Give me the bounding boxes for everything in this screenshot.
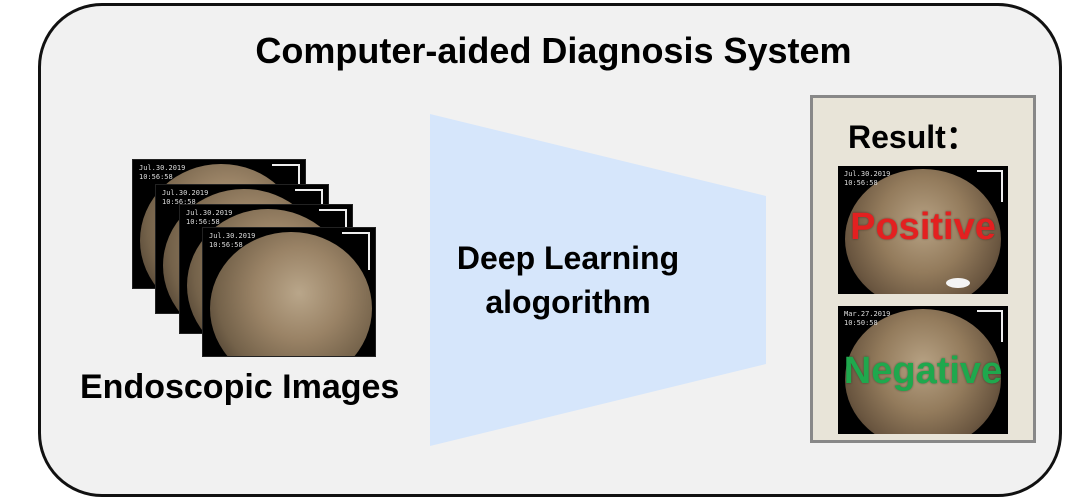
negative-label: Negative	[843, 350, 1003, 392]
image-time: 10:56:58	[162, 198, 196, 206]
image-time: 10:56:58	[209, 241, 243, 249]
result-title: Result：	[848, 119, 978, 155]
image-date: Jul.30.2019	[209, 232, 256, 240]
image-time: 10:56:58	[186, 218, 220, 226]
algorithm-label-line2: alogorithm	[485, 284, 651, 320]
endoscopic-images-label: Endoscopic Images	[80, 368, 400, 406]
positive-label: Positive	[850, 206, 996, 248]
image-date: Jul.30.2019	[186, 209, 233, 217]
image-date: Mar.27.2019	[844, 310, 891, 318]
algorithm-funnel-shape	[430, 114, 766, 446]
image-date: Jul.30.2019	[844, 170, 891, 178]
image-time: 10:56:58	[844, 179, 878, 187]
image-time: 10:50:58	[844, 319, 878, 327]
algorithm-label-line1: Deep Learning	[456, 240, 680, 276]
algorithm-label: Deep Learning alogorithm	[418, 236, 718, 324]
image-time: 10:56:58	[139, 173, 173, 181]
diagram-title: Computer-aided Diagnosis System	[255, 30, 852, 71]
image-date: Jul.30.2019	[162, 189, 209, 197]
image-date: Jul.30.2019	[139, 164, 186, 172]
